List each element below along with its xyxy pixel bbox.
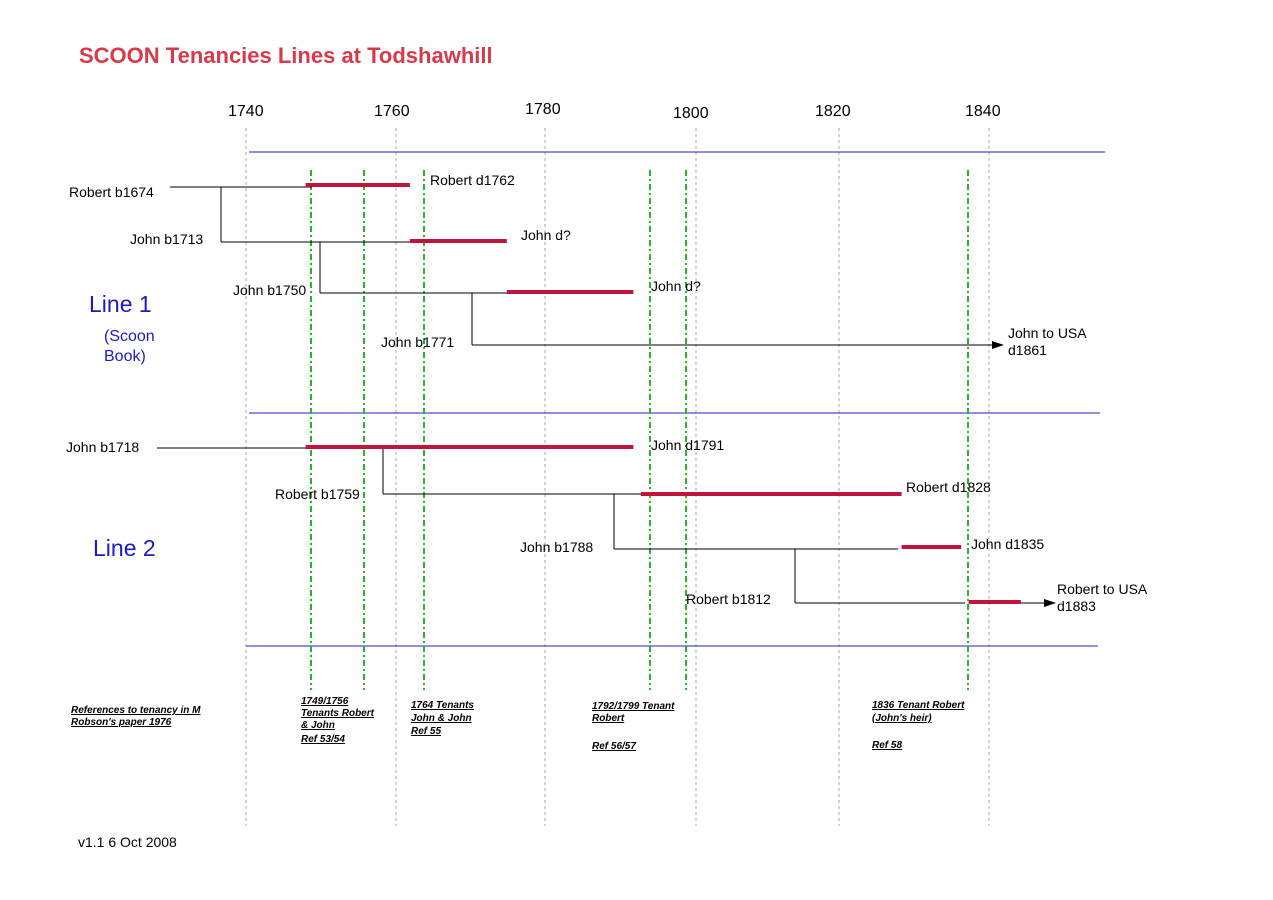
line-1-label: Line 1 [89, 291, 152, 317]
note-1836-line-2: (John's heir) [872, 713, 932, 724]
label-john-b1718: John b1718 [66, 439, 139, 455]
label-robert-to-usa: Robert to USA [1057, 581, 1148, 597]
reference-lines [310, 170, 969, 690]
label-john-b1788: John b1788 [520, 539, 593, 555]
year-label-1800: 1800 [673, 105, 709, 122]
note-1764-line-2: John & John [411, 713, 472, 724]
note-intro-line-2: Robson's paper 1976 [71, 717, 172, 728]
label-john-d1835: John d1835 [971, 536, 1044, 552]
line2-family-tree [157, 447, 1056, 607]
note-1792-line-3: Ref 56/57 [592, 741, 636, 752]
label-john-b1750: John b1750 [233, 282, 306, 298]
tenancy-bars [305, 183, 1021, 604]
note-1836-line-1: 1836 Tenant Robert [872, 700, 965, 711]
label-robert-b1812: Robert b1812 [686, 591, 771, 607]
line-2-label: Line 2 [93, 535, 156, 561]
note-intro-line-1: References to tenancy in M [71, 705, 201, 716]
note-1792-line-2: Robert [592, 713, 625, 724]
note-1749-line-4: Ref 53/54 [301, 734, 345, 745]
label-robert-d1828: Robert d1828 [906, 479, 991, 495]
version-label: v1.1 6 Oct 2008 [78, 834, 177, 850]
year-label-1820: 1820 [815, 103, 851, 120]
note-1836-line-3: Ref 58 [872, 740, 902, 751]
label-john-to-usa: John to USA [1008, 325, 1087, 341]
note-1764-line-3: Ref 55 [411, 726, 441, 737]
label-robert-b1759: Robert b1759 [275, 486, 360, 502]
label-robert-b1674: Robert b1674 [69, 184, 154, 200]
year-label-1840: 1840 [965, 103, 1001, 120]
page-title: SCOON Tenancies Lines at Todshawhill [79, 43, 493, 68]
line-1-sublabel-book: Book) [104, 348, 146, 365]
label-john-b1771: John b1771 [381, 334, 454, 350]
label-robert-d1762: Robert d1762 [430, 172, 515, 188]
note-1749-line-3: & John [301, 720, 335, 731]
year-label-1760: 1760 [374, 103, 410, 120]
label-john-d-2: John d? [651, 278, 701, 294]
year-grid [245, 128, 990, 826]
label-john-b1713: John b1713 [130, 231, 203, 247]
note-1749-line-2: Tenants Robert [301, 708, 375, 719]
line-1-sublabel-scoon: (Scoon [104, 328, 155, 345]
note-1792-line-1: 1792/1799 Tenant [592, 701, 675, 712]
note-1764-line-1: 1764 Tenants [411, 700, 474, 711]
label-d1861: d1861 [1008, 342, 1047, 358]
label-d1883: d1883 [1057, 598, 1096, 614]
line1-family-tree [170, 186, 1004, 349]
note-1749-line-1: 1749/1756 [301, 696, 349, 707]
label-john-d-1: John d? [521, 227, 571, 243]
year-label-1780: 1780 [525, 101, 561, 118]
label-john-d1791: John d1791 [651, 437, 724, 453]
year-label-1740: 1740 [228, 103, 264, 120]
